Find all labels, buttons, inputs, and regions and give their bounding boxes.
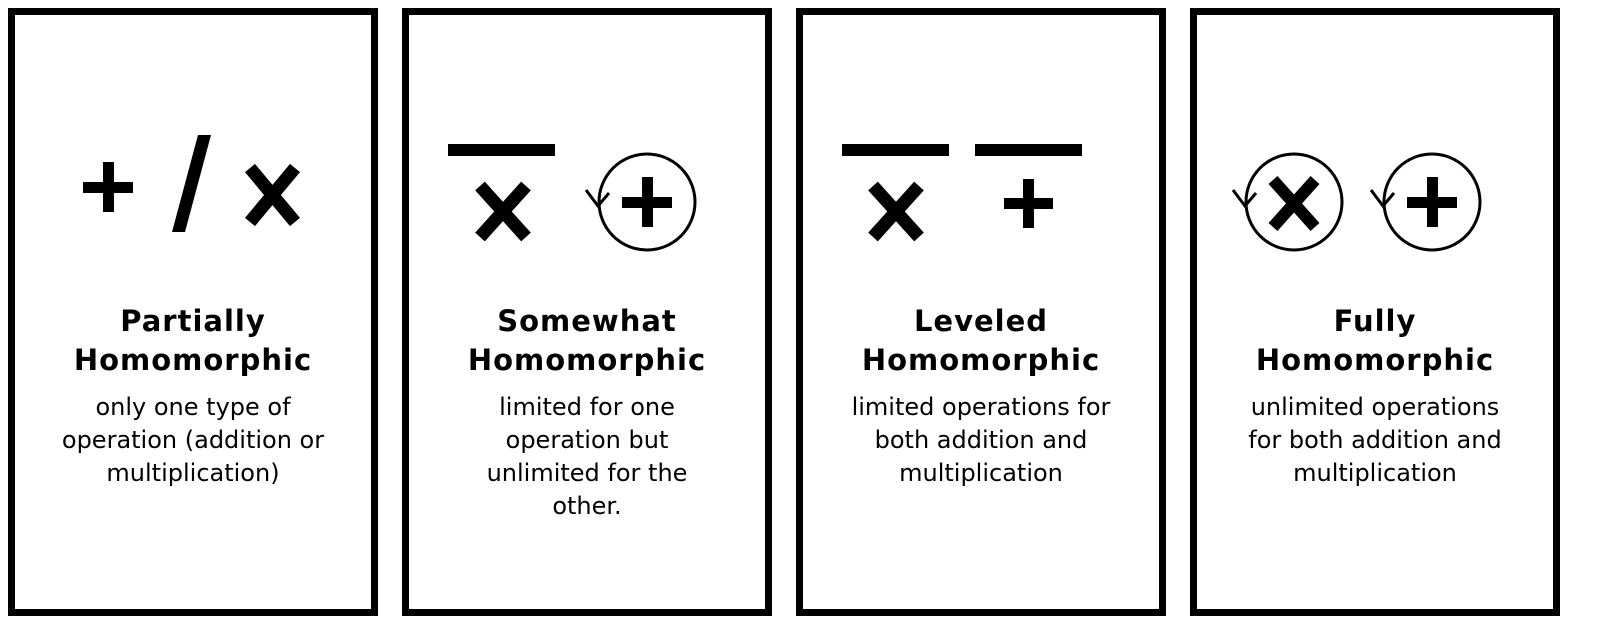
title-line-2: Homomorphic (861, 343, 1101, 377)
desc-line: unlimited for the (486, 459, 688, 487)
card-partially-homomorphic: Partially Homomorphic only one type of o… (8, 8, 378, 616)
slash-icon (172, 135, 211, 232)
card-description: limited operations for both addition and… (817, 391, 1145, 490)
card-fully-homomorphic: Fully Homomorphic unlimited operations f… (1190, 8, 1560, 616)
bounded-plus-icon (975, 144, 1082, 228)
desc-line: unlimited operations (1250, 393, 1500, 421)
title-line-2: Homomorphic (467, 343, 707, 377)
card-symbols (448, 144, 697, 252)
desc-line: other. (552, 492, 622, 520)
card-title: Fully Homomorphic (1207, 302, 1543, 380)
desc-line: for both addition and (1248, 426, 1502, 454)
desc-line: limited for one (499, 393, 675, 421)
card-leveled-homomorphic: Leveled Homomorphic limited operations f… (796, 8, 1166, 616)
desc-line: multiplication (899, 459, 1063, 487)
desc-line: operation but (505, 426, 669, 454)
card-description: limited for one operation but unlimited … (423, 391, 751, 523)
card-title: Partially Homomorphic (25, 302, 361, 380)
card-symbols (842, 144, 1082, 242)
desc-line: limited operations for (851, 393, 1111, 421)
plus-icon (83, 162, 133, 212)
desc-line: multiplication) (106, 459, 280, 487)
title-line-1: Partially (120, 304, 266, 338)
card-somewhat-homomorphic: Somewhat Homomorphic limited for one ope… (402, 8, 772, 616)
title-line-1: Somewhat (497, 304, 677, 338)
times-icon (245, 163, 300, 227)
cycle-times-icon (1231, 152, 1344, 252)
desc-line: multiplication (1293, 459, 1457, 487)
desc-line: operation (addition or (61, 426, 325, 454)
title-line-1: Leveled (913, 304, 1049, 338)
title-line-2: Homomorphic (73, 343, 313, 377)
bounded-times-icon (448, 144, 555, 242)
desc-line: both addition and (874, 426, 1088, 454)
bounded-times-icon (842, 144, 949, 242)
cycle-plus-icon (1369, 152, 1482, 252)
title-line-1: Fully (1333, 304, 1417, 338)
desc-line: only one type of (95, 393, 291, 421)
card-description: only one type of operation (addition or … (29, 391, 357, 490)
card-description: unlimited operations for both addition a… (1211, 391, 1539, 490)
title-line-2: Homomorphic (1255, 343, 1495, 377)
card-symbols (1231, 152, 1482, 252)
card-title: Somewhat Homomorphic (419, 302, 755, 380)
cycle-plus-icon (584, 152, 697, 252)
card-title: Leveled Homomorphic (813, 302, 1149, 380)
card-symbols (83, 135, 300, 232)
